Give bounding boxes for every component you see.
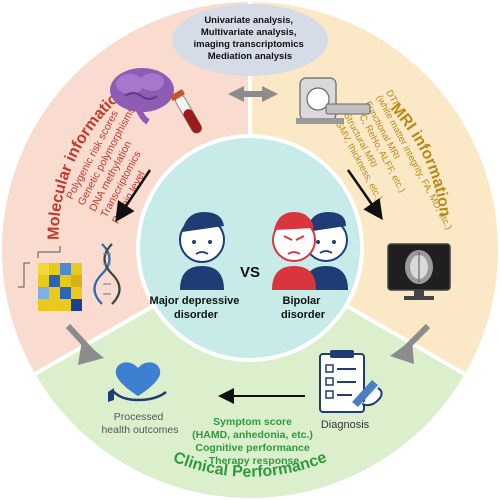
- method-line-4: Mediation analysis: [208, 51, 292, 62]
- mdd-label: Major depressive: [150, 295, 240, 307]
- measure-item: Cognitive performance: [195, 442, 310, 454]
- heart-in-hand-icon: [108, 362, 167, 402]
- diagnosis-clipboard-icon: [319, 350, 383, 413]
- method-line-2: Multivariate analysis,: [201, 27, 297, 38]
- svg-text:Major depressive disorder: Major depressive disorder: [150, 295, 243, 321]
- center-circle: [136, 134, 364, 362]
- depressed-person-icon: [179, 212, 225, 290]
- bipolar-person-red-icon: [272, 212, 316, 290]
- bidirectional-arrow: [228, 86, 278, 102]
- gray-arrow-right: [390, 323, 431, 364]
- vs-label: VS: [240, 264, 260, 281]
- measure-item: (HAMD, anhedonia, etc.): [192, 429, 313, 441]
- svg-text:Symptom score (HAMD, anhed: Symptom score (HAMD, anhedonia, etc.) Co…: [192, 416, 316, 467]
- mdd-label: disorder: [174, 309, 219, 321]
- arrow-brain-to-dna: [115, 169, 152, 223]
- svg-text:Processed health outcomes: Processed health outcomes: [101, 411, 178, 436]
- heatmap-icon: [18, 246, 82, 311]
- mri-scanner-icon: [296, 77, 371, 124]
- brain-scan-monitor-icon: [387, 243, 451, 300]
- bd-label: disorder: [281, 309, 326, 321]
- dna-icon: [93, 243, 121, 305]
- svg-text:Bipolar disorder: Bipolar disorder: [281, 295, 326, 321]
- methods-ellipse: [172, 4, 328, 76]
- arrow-mri-to-monitor: [346, 169, 383, 221]
- gray-arrow-left: [65, 323, 104, 365]
- diagnosis-label: Diagnosis: [321, 419, 370, 431]
- brain-icon: [110, 68, 174, 125]
- blood-tube-icon: [170, 89, 202, 134]
- bd-label: Bipolar: [283, 295, 322, 307]
- svg-text:Univariate analysis, Multi: Univariate analysis, Multivariate analys…: [194, 15, 307, 62]
- measure-item: Symptom score: [213, 416, 292, 428]
- outcomes-label: Processed: [114, 411, 164, 423]
- outcomes-label: health outcomes: [101, 424, 178, 436]
- method-line-3: imaging transcriptomics: [194, 39, 304, 50]
- method-line-1: Univariate analysis,: [204, 15, 293, 26]
- measure-item: Therapy response: [209, 455, 300, 467]
